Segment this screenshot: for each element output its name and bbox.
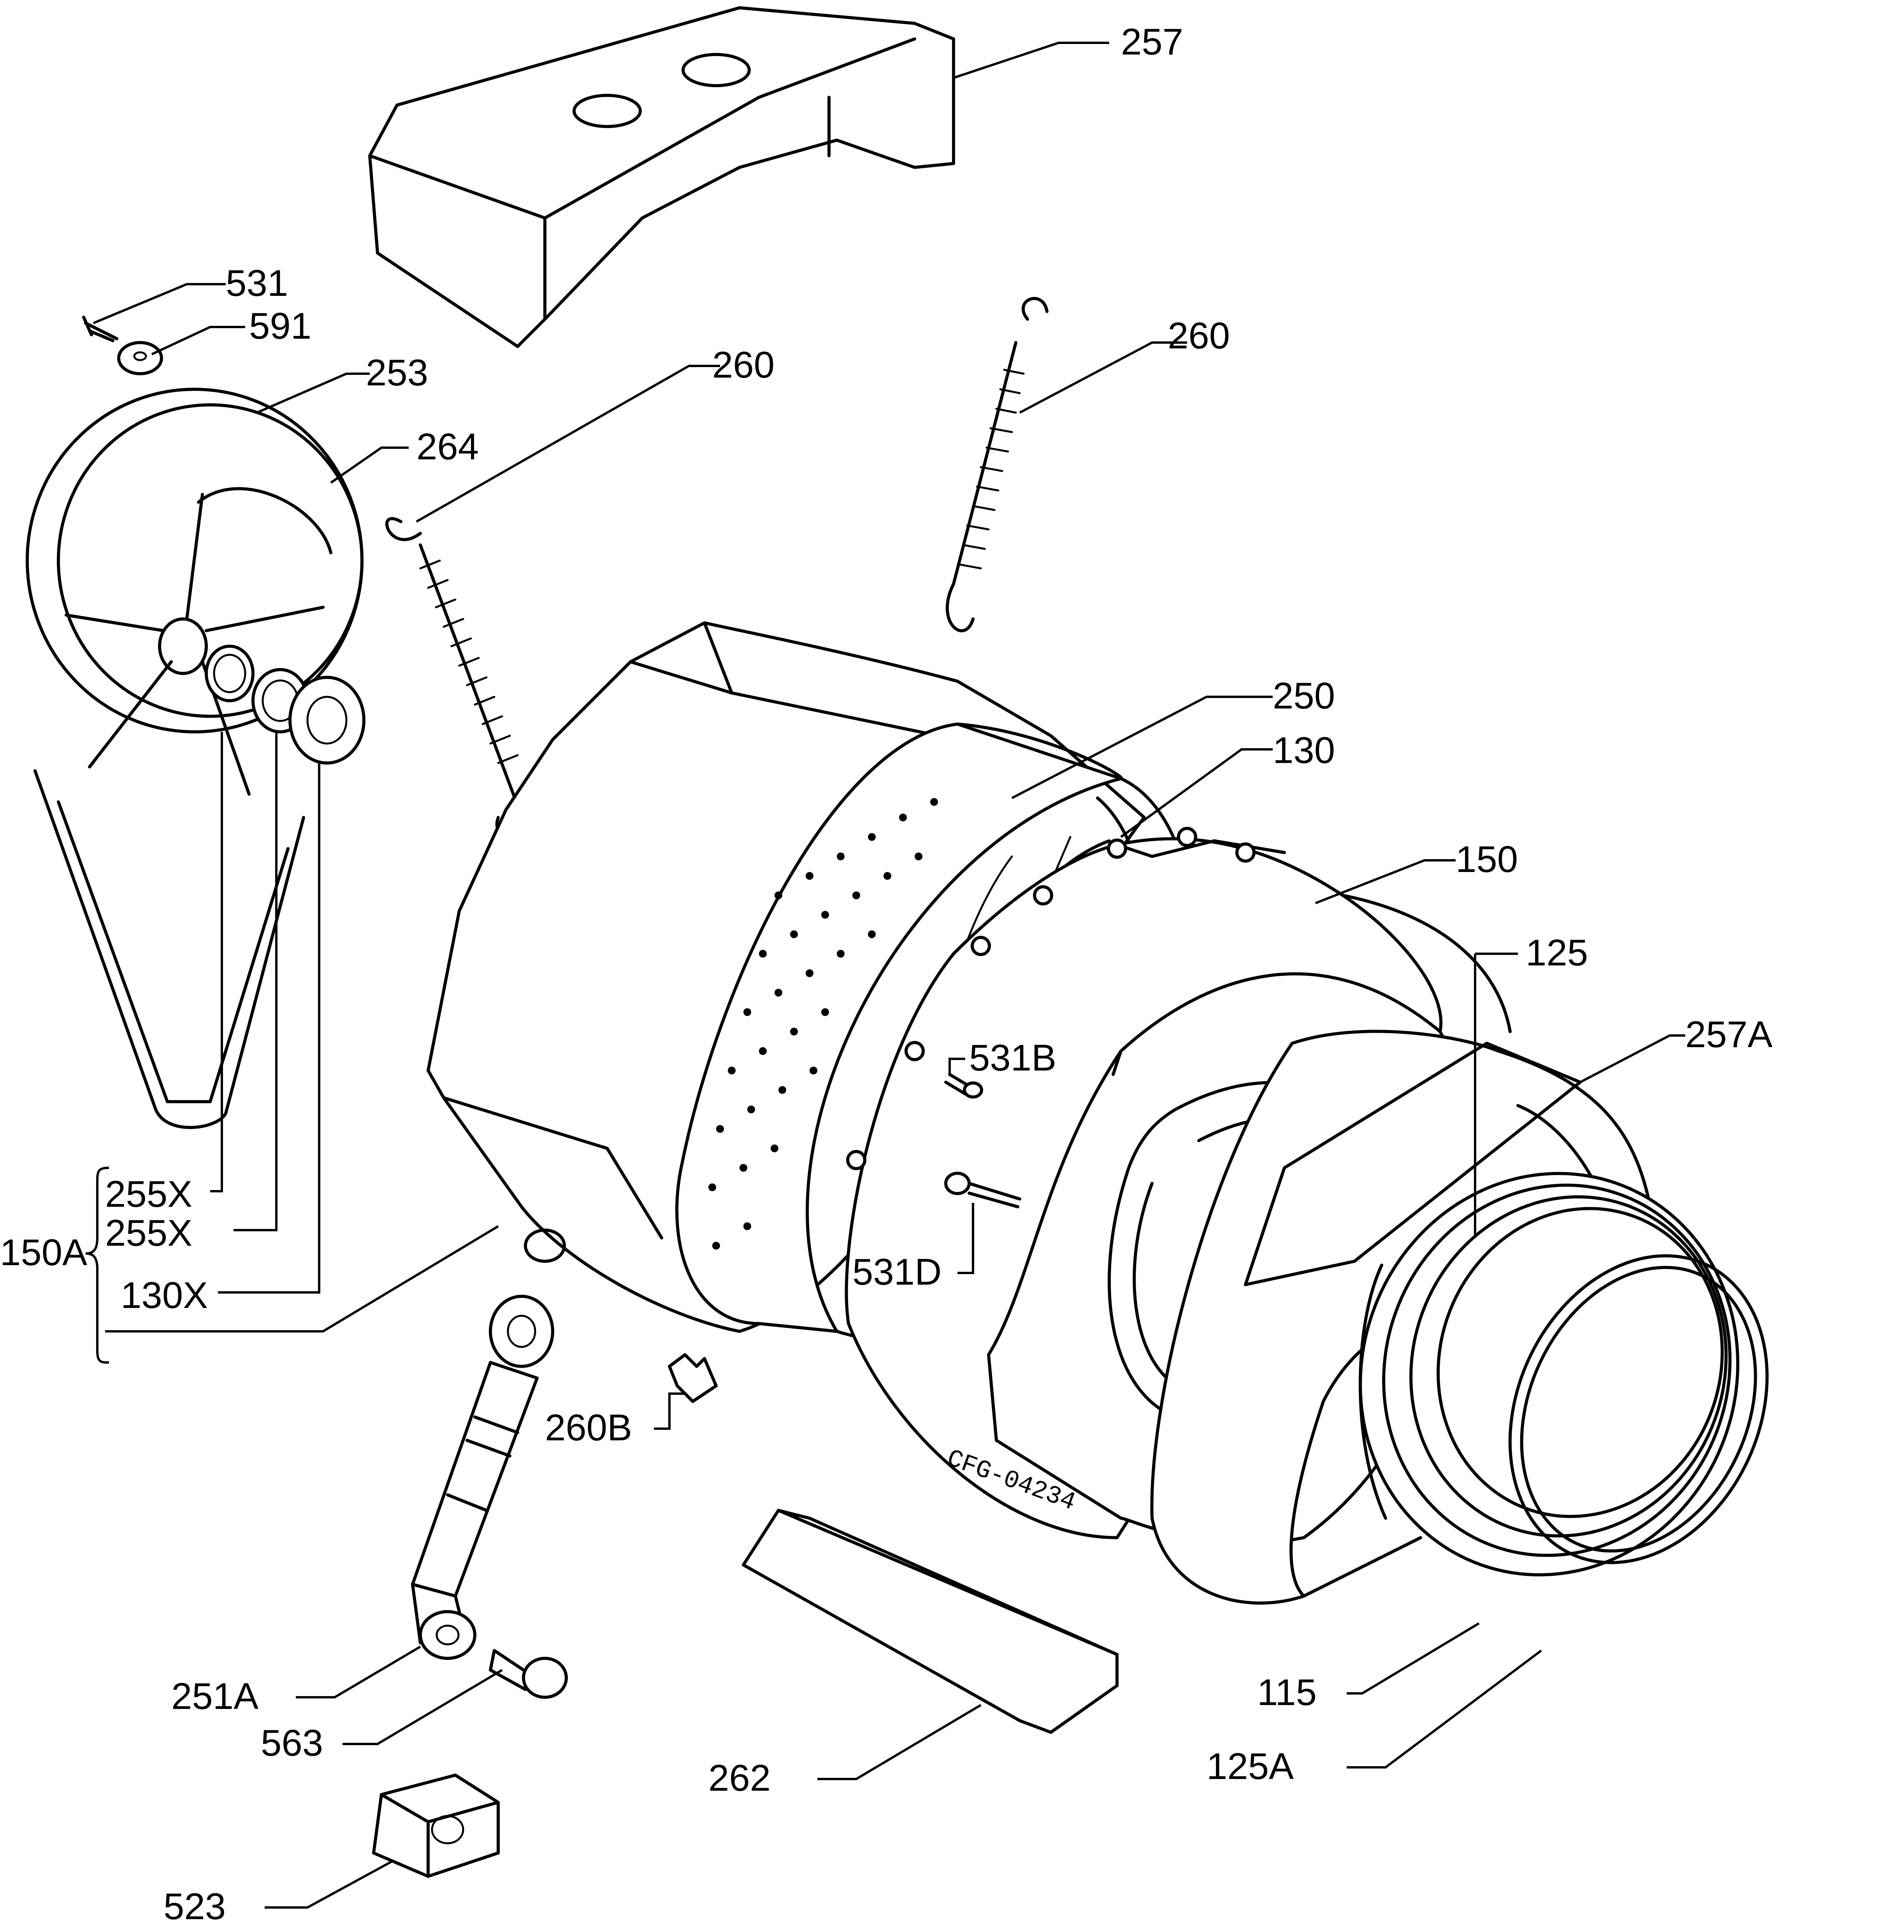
label-150: 150 bbox=[1456, 839, 1518, 880]
part-563-bolt bbox=[489, 1649, 568, 1699]
label-260B: 260B bbox=[545, 1407, 632, 1449]
part-523-block bbox=[372, 1774, 500, 1878]
label-257: 257 bbox=[1121, 21, 1183, 63]
part-labels: 257 260 260 531 591 253 264 250 130 150 … bbox=[0, 21, 1772, 1927]
label-125A: 125A bbox=[1207, 1746, 1294, 1787]
label-150A: 150A bbox=[0, 1232, 87, 1273]
label-251A: 251A bbox=[171, 1675, 258, 1717]
label-125: 125 bbox=[1526, 932, 1588, 974]
part-130X-seal bbox=[288, 676, 365, 765]
part-255X-bearing-a bbox=[205, 645, 255, 702]
part-260-spring-left bbox=[385, 517, 520, 834]
label-257A: 257A bbox=[1685, 1014, 1772, 1055]
label-591: 591 bbox=[249, 305, 311, 347]
part-125A-door-ring bbox=[1508, 1254, 1769, 1565]
part-251A-damper bbox=[411, 1295, 554, 1660]
label-253: 253 bbox=[366, 352, 428, 394]
group-bracket-150A bbox=[85, 1167, 499, 1364]
part-531-screw bbox=[82, 316, 118, 342]
label-531D: 531D bbox=[852, 1251, 942, 1293]
part-257-counterweight bbox=[368, 6, 955, 348]
label-260-right: 260 bbox=[1168, 315, 1230, 357]
part-260-spring-right bbox=[945, 297, 1049, 633]
label-255X-b: 255X bbox=[105, 1212, 192, 1254]
label-130X: 130X bbox=[121, 1275, 208, 1316]
label-130: 130 bbox=[1273, 730, 1335, 771]
label-262: 262 bbox=[708, 1757, 771, 1799]
part-262-bar bbox=[742, 1509, 1119, 1734]
label-523: 523 bbox=[163, 1886, 226, 1927]
part-260B-clip bbox=[668, 1353, 718, 1403]
label-255X-a: 255X bbox=[105, 1173, 192, 1215]
part-264-belt bbox=[33, 769, 305, 1129]
part-531B-screw bbox=[944, 1073, 983, 1099]
part-531D-screw bbox=[944, 1172, 1021, 1208]
label-531: 531 bbox=[226, 262, 288, 304]
label-115: 115 bbox=[1257, 1672, 1317, 1713]
label-250: 250 bbox=[1273, 675, 1335, 717]
label-563: 563 bbox=[261, 1722, 323, 1764]
label-531B: 531B bbox=[969, 1037, 1056, 1079]
part-591-washer bbox=[117, 341, 163, 375]
label-264: 264 bbox=[416, 426, 479, 468]
drum-perforations bbox=[708, 798, 938, 1250]
label-260-left: 260 bbox=[712, 344, 775, 386]
leader-lines bbox=[93, 42, 1685, 1909]
part-253-pulley bbox=[26, 388, 364, 796]
